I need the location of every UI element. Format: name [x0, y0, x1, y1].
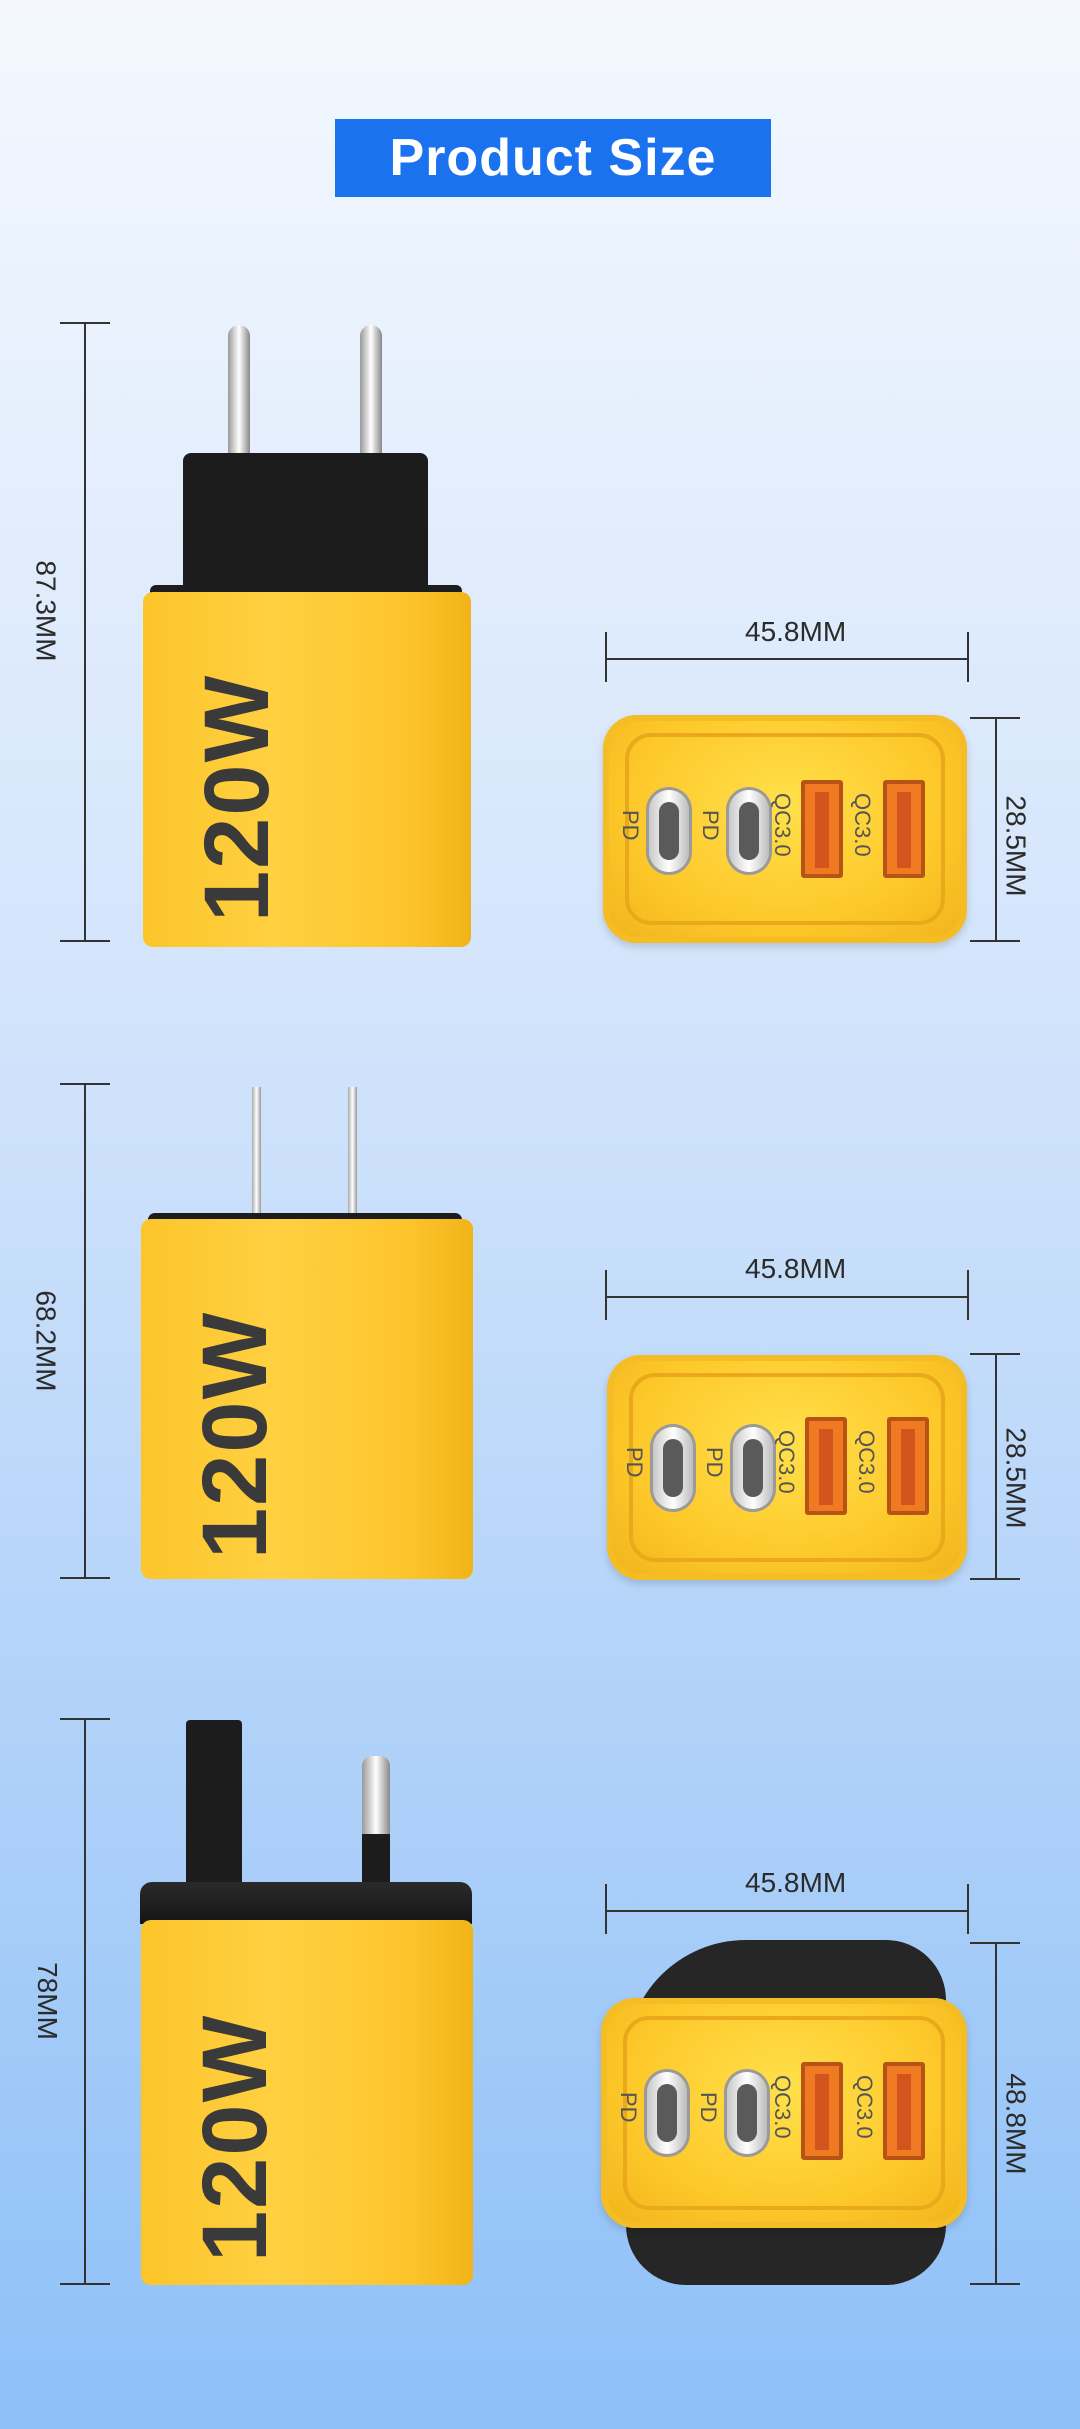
eu-pin-right — [360, 325, 382, 465]
uk-pin-right — [362, 1756, 390, 1838]
qc-label: QC3.0 — [770, 793, 795, 857]
charger-face-ports: PD PD QC3.0 QC3.0 — [601, 1998, 967, 2228]
usb-a-port — [887, 1417, 929, 1515]
usb-a-port — [801, 2062, 843, 2160]
qc-label: QC3.0 — [770, 2075, 795, 2139]
height-label: 87.3MM — [30, 560, 62, 662]
pd-label: PD — [618, 810, 643, 841]
usb-a-port — [805, 1417, 847, 1515]
usb-c-port — [729, 790, 769, 872]
depth-label: 28.5MM — [1000, 795, 1032, 897]
eu-pin-left — [228, 325, 250, 465]
us-blade-left — [252, 1087, 261, 1217]
us-blade-right — [348, 1087, 357, 1217]
wattage-label: 120W — [184, 2013, 286, 2262]
wattage-label: 120W — [186, 673, 288, 922]
depth-label: 48.8MM — [1000, 2073, 1032, 2175]
pd-label: PD — [702, 1447, 727, 1478]
qc-label: QC3.0 — [854, 1430, 879, 1494]
charger-face-ports: PD PD QC3.0 QC3.0 — [603, 715, 967, 943]
usb-c-port — [727, 2072, 767, 2154]
qc-label: QC3.0 — [774, 1430, 799, 1494]
usb-a-port — [801, 780, 843, 878]
wattage-label: 120W — [184, 1310, 286, 1559]
depth-label: 28.5MM — [1000, 1427, 1032, 1529]
uk-earth-pin — [186, 1720, 242, 1890]
uk-plug-base — [140, 1882, 472, 1924]
usb-a-port — [883, 780, 925, 878]
pd-label: PD — [698, 810, 723, 841]
charger-body: 120W — [143, 592, 471, 947]
pd-label: PD — [622, 1447, 647, 1478]
width-label: 45.8MM — [745, 1253, 847, 1284]
pd-label: PD — [696, 2092, 721, 2123]
pd-label: PD — [616, 2092, 641, 2123]
page-title: Product Size — [335, 119, 771, 197]
usb-c-port — [733, 1427, 773, 1509]
width-label: 45.8MM — [745, 1867, 847, 1898]
charger-face-ports: PD PD QC3.0 QC3.0 — [607, 1355, 967, 1580]
height-label: 68.2MM — [30, 1290, 62, 1392]
usb-c-port — [653, 1427, 693, 1509]
qc-label: QC3.0 — [852, 2075, 877, 2139]
qc-label: QC3.0 — [850, 793, 875, 857]
charger-body: 120W — [141, 1219, 473, 1579]
usb-c-port — [649, 790, 689, 872]
eu-plug-base — [183, 453, 428, 593]
charger-body: 120W — [141, 1920, 473, 2285]
usb-a-port — [883, 2062, 925, 2160]
width-label: 45.8MM — [745, 616, 847, 647]
height-label: 78MM — [31, 1962, 63, 2040]
usb-c-port — [647, 2072, 687, 2154]
